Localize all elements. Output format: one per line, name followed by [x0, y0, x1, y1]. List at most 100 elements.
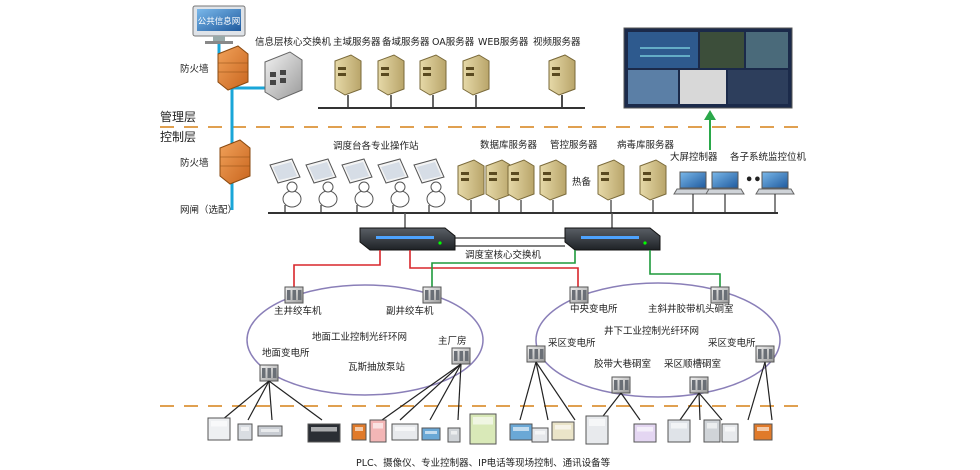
field-controller-2-icon	[753, 423, 773, 441]
control-layer-devices	[269, 158, 795, 213]
field-panel-icon	[369, 419, 387, 443]
control-server-2-icon	[597, 159, 625, 201]
control-server-label: 管控服务器	[550, 139, 598, 151]
server-web-icon	[462, 54, 490, 96]
database-server-1-icon	[457, 159, 485, 201]
node-belt-roadway-icon	[611, 376, 631, 394]
left-ring	[246, 284, 484, 396]
antivirus-server-label: 病毒库服务器	[617, 139, 675, 151]
server-label-main-domain: 主域服务器	[333, 36, 381, 48]
mining-roadway-label: 采区顺槽硐室	[664, 358, 721, 370]
field-plc-rack-icon	[307, 423, 341, 443]
node-mining-substation-left-icon	[526, 345, 546, 363]
upper-servers	[334, 54, 576, 108]
antivirus-server-icon	[639, 159, 667, 201]
field-terminal-icon	[207, 417, 231, 441]
dispatch-core-switch-label: 调度室核心交换机	[465, 249, 542, 261]
dispatch-core-switch-left-icon	[359, 227, 456, 251]
public-network-label: 公共信息网	[198, 16, 241, 27]
node-central-substation-icon	[569, 286, 589, 304]
server-label-web: WEB服务器	[478, 36, 529, 48]
dispatch-core-switch-right-icon	[564, 227, 661, 251]
field-cabinet-3-icon	[703, 419, 721, 443]
server-label-video: 视频服务器	[533, 36, 581, 48]
mining-substation-right-label: 采区变电所	[708, 337, 756, 349]
operator-workstation-icon	[269, 158, 302, 208]
database-servers-label: 数据库服务器	[480, 139, 538, 151]
field-devices	[207, 413, 773, 445]
layer-control-label: 控制层	[160, 130, 196, 144]
field-panel-2-icon	[633, 423, 657, 443]
workstations-label: 调度台各专业操作站	[333, 140, 419, 152]
node-main-hoist-icon	[284, 286, 304, 304]
operator-workstation-icon	[305, 158, 338, 208]
field-controller-icon	[351, 423, 367, 441]
firewall-top-icon	[217, 45, 249, 91]
green-arrow	[704, 110, 716, 150]
node-aux-hoist-icon	[422, 286, 442, 304]
node-mining-roadway-icon	[689, 376, 709, 394]
field-cabinet-2-icon	[585, 415, 609, 445]
field-io-2-icon	[421, 427, 441, 441]
node-main-incline-belt-icon	[710, 286, 730, 304]
node-mining-substation-right-icon	[755, 345, 775, 363]
firewall-mid-label: 防火墙	[180, 157, 209, 169]
ground-substation-label: 地面变电所	[262, 347, 310, 359]
bottom-caption: PLC、摄像仪、专业控制器、IP电话等现场控制、通讯设备等	[356, 457, 611, 469]
control-server-1-icon	[539, 159, 567, 201]
core-uplinks	[404, 213, 613, 247]
server-extra-icon	[548, 54, 576, 96]
field-monitor-icon	[551, 421, 575, 441]
public-network-monitor	[192, 5, 246, 44]
info-core-switch-icon	[264, 51, 303, 101]
subsystem-pc-1-icon	[705, 171, 745, 195]
field-links	[221, 361, 773, 421]
field-cabinet-icon	[469, 413, 497, 445]
right-ring-name: 井下工业控制光纤环网	[604, 325, 699, 337]
subsystem-pc-2-icon	[755, 171, 795, 195]
operator-workstation-icon	[413, 158, 446, 208]
operator-workstation-icon	[341, 158, 374, 208]
gas-pump-station-label: 瓦斯抽放泵站	[348, 361, 406, 373]
right-ring	[535, 282, 781, 398]
info-core-switch-label: 信息层核心交换机	[255, 36, 332, 48]
central-substation-label: 中央变电所	[570, 303, 618, 315]
server-label-backup-domain: 备域服务器	[382, 36, 430, 48]
server-backup-domain-icon	[377, 54, 405, 96]
server-main-domain-icon	[334, 54, 362, 96]
firewall-mid-icon	[219, 139, 251, 185]
upper-server-labels: 主域服务器 备域服务器 OA服务器 WEB服务器 视频服务器	[333, 36, 581, 48]
main-incline-belt-label: 主斜井胶带机头硐室	[648, 303, 734, 315]
database-server-2-icon	[507, 159, 535, 201]
hot-standby-2-label: 热备	[572, 176, 592, 188]
field-camera-icon	[237, 423, 253, 441]
mining-substation-left-label: 采区变电所	[548, 337, 596, 349]
field-cabinet-4-icon	[721, 423, 739, 443]
main-plant-label: 主厂房	[438, 335, 467, 347]
belt-roadway-label: 胶带大巷硐室	[594, 358, 651, 370]
field-io-3-icon	[509, 423, 533, 441]
firewall-top-label: 防火墙	[180, 63, 209, 75]
subsystem-pcs-label: 各子系统监控位机	[730, 151, 807, 163]
ring-uplinks	[293, 250, 721, 287]
screen-controller-label: 大屏控制器	[670, 151, 718, 163]
field-io-module-icon	[391, 423, 419, 441]
layer-management-label: 管理层	[160, 109, 196, 124]
aux-hoist-label: 副井绞车机	[386, 305, 434, 317]
screen-controller-laptop-icon	[673, 171, 713, 195]
server-oa-icon	[419, 54, 447, 96]
video-wall-display	[623, 27, 793, 109]
field-camera-2-icon	[257, 425, 283, 437]
field-phone-icon	[447, 427, 461, 443]
gateway-label: 网闸（选配）	[180, 204, 237, 216]
main-hoist-label: 主井绞车机	[274, 305, 322, 317]
server-label-oa: OA服务器	[432, 36, 475, 48]
left-ring-name: 地面工业控制光纤环网	[312, 331, 407, 343]
operator-workstation-icon	[377, 158, 410, 208]
field-camera-3-icon	[531, 427, 549, 443]
field-box-icon	[667, 419, 691, 443]
node-ground-substation-icon	[259, 364, 279, 382]
ring-switch-nodes	[259, 286, 775, 394]
node-main-plant-icon	[451, 347, 471, 365]
